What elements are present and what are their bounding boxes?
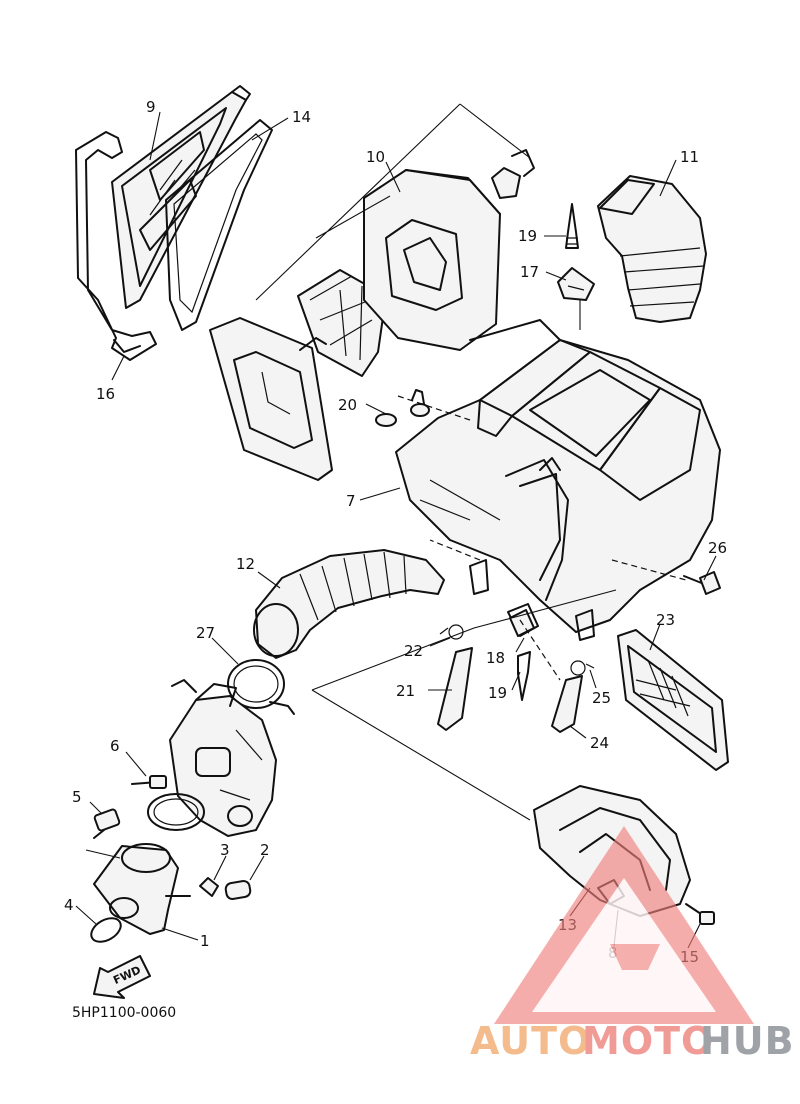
label-part-20: 20 [338, 396, 357, 414]
part-25-clip [570, 660, 595, 676]
label-part-21: 21 [396, 682, 415, 700]
label-part-25: 25 [592, 689, 611, 707]
part-6-clamp-screw [131, 775, 205, 831]
part-17-clip [557, 267, 595, 301]
label-part-23: 23 [656, 611, 675, 629]
part-1-manifold [93, 843, 191, 935]
part-19-screw-top [565, 203, 579, 249]
part-10-filter [209, 169, 501, 481]
label-part-17: 17 [520, 263, 539, 281]
relation-lines [85, 103, 687, 859]
watermark-hub: HUB [700, 1019, 795, 1063]
part-19-screw-bottom [517, 651, 531, 701]
label-part-2: 2 [260, 841, 270, 859]
label-part-6: 6 [110, 737, 120, 755]
part-16-bracket [75, 131, 157, 361]
part-7-air-box [395, 319, 721, 641]
label-part-26: 26 [708, 539, 727, 557]
part-23-screen [617, 629, 729, 771]
part-9-cover [111, 85, 251, 309]
fwd-arrow: FWD [93, 955, 151, 999]
carburetor [169, 679, 277, 837]
label-part-19-bottom: 19 [488, 684, 507, 702]
label-part-11: 11 [680, 148, 699, 166]
watermark-auto: AUTO [470, 1019, 591, 1063]
part-20-grommets [375, 389, 430, 427]
part-14-seal [165, 119, 273, 331]
label-part-1: 1 [200, 932, 210, 950]
part-11-duct [597, 175, 707, 323]
label-part-22: 22 [404, 642, 423, 660]
part-top-wingnut [491, 149, 535, 199]
part-5-bolt [93, 808, 121, 839]
part-26-bolt [683, 571, 721, 595]
label-part-12: 12 [236, 555, 255, 573]
part-2-cap [224, 879, 252, 901]
part-27-clamp [227, 659, 295, 715]
label-part-27: 27 [196, 624, 215, 642]
part-4-oring [90, 917, 122, 943]
label-part-3: 3 [220, 841, 230, 859]
part-21-drain-hose [437, 647, 473, 731]
label-part-7: 7 [346, 492, 356, 510]
part-15-screw [685, 903, 715, 925]
part-24-drain-hose [551, 675, 583, 733]
label-part-4: 4 [64, 896, 74, 914]
label-part-14: 14 [292, 108, 311, 126]
label-part-24: 24 [590, 734, 609, 752]
diagram-code: 5HP1100-0060 [72, 1005, 176, 1021]
watermark-moto: MOTO [582, 1019, 714, 1063]
part-12-boot [253, 549, 445, 659]
label-part-18: 18 [486, 649, 505, 667]
label-part-5: 5 [72, 788, 82, 806]
label-part-9: 9 [146, 98, 156, 116]
label-part-16: 16 [96, 385, 115, 403]
watermark-logo: AUTO MOTO HUB [470, 826, 795, 1063]
label-part-10: 10 [366, 148, 385, 166]
label-part-19-top: 19 [518, 227, 537, 245]
part-3-clip [199, 877, 219, 897]
